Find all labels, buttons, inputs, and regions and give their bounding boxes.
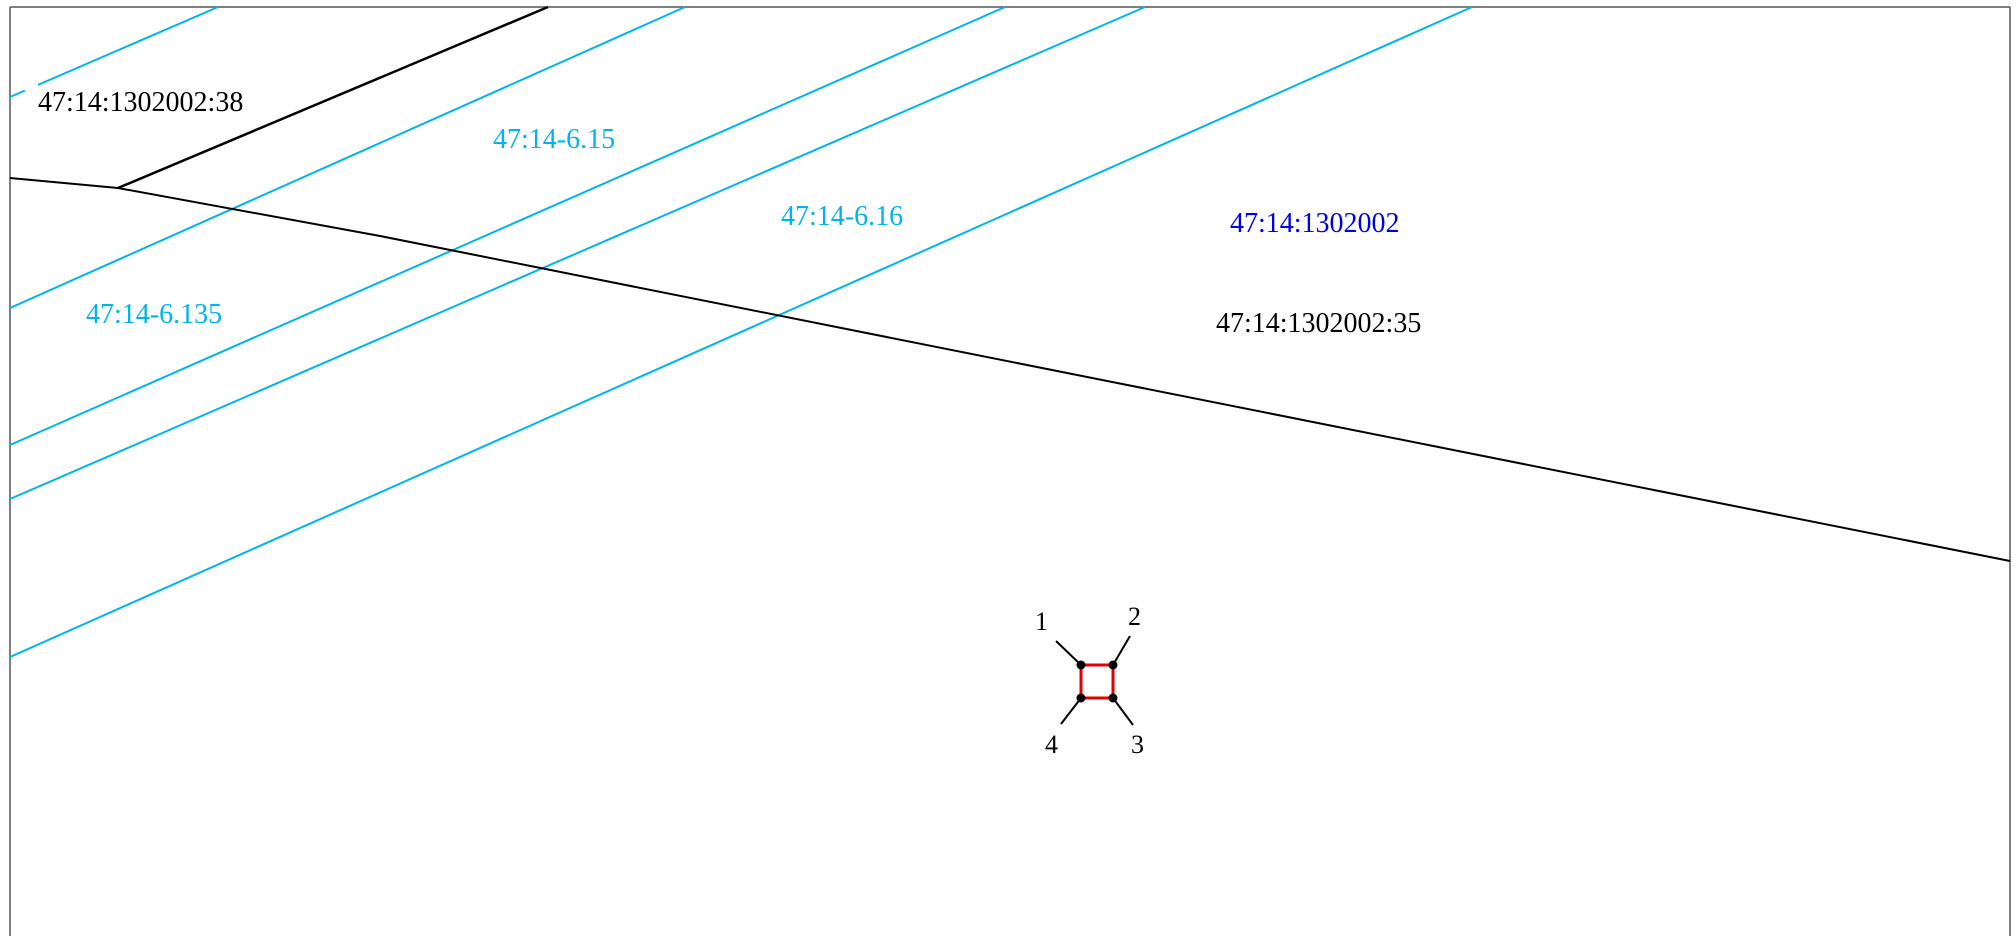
- vertex-label-2: 2: [1128, 602, 1141, 631]
- target-parcel: 1 2 3 4: [1035, 602, 1144, 759]
- vertex-2: [1108, 660, 1118, 670]
- zone-label-6-135: 47:14-6.135: [86, 299, 222, 330]
- zone-boundaries: [9, 6, 1473, 658]
- zone-line: [9, 6, 219, 98]
- leader-line-1: [1055, 640, 1082, 666]
- target-parcel-outline: [1079, 663, 1115, 700]
- zone-line: [9, 6, 1146, 500]
- leader-line-4: [1060, 697, 1082, 725]
- leader-line-2: [1112, 635, 1131, 666]
- parcel-label-38: 47:14:1302002:38: [38, 87, 243, 118]
- vertex-label-4: 4: [1045, 730, 1058, 759]
- parcel-boundaries: [9, 5, 2011, 562]
- zone-label-6-16: 47:14-6.16: [781, 201, 903, 232]
- leader-line-3: [1112, 697, 1134, 726]
- vertex-label-1: 1: [1035, 607, 1048, 636]
- parcel-label-35: 47:14:1302002:35: [1216, 308, 1421, 339]
- vertex-4: [1076, 693, 1086, 703]
- line-gap: [23, 82, 40, 94]
- vertex-1: [1076, 660, 1086, 670]
- zone-line: [9, 6, 1473, 658]
- parcel-line: [117, 5, 549, 190]
- zone-label-6-15: 47:14-6.15: [493, 124, 615, 155]
- parcel-line: [9, 177, 2011, 562]
- quarter-label: 47:14:1302002: [1230, 208, 1400, 239]
- zone-line: [9, 6, 686, 309]
- zone-line: [9, 6, 1006, 446]
- map-frame: [9, 6, 2011, 936]
- vertex-label-3: 3: [1131, 730, 1144, 759]
- vertex-3: [1108, 693, 1118, 703]
